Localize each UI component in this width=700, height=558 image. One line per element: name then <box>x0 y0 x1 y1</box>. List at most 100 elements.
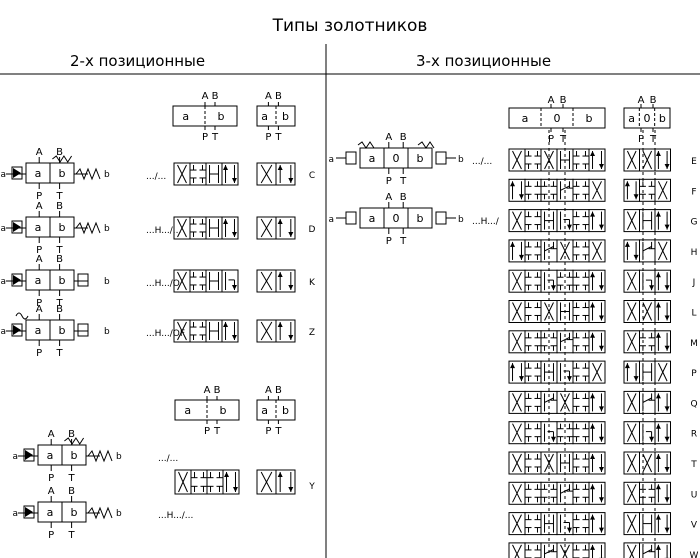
arrow-head <box>664 224 670 230</box>
flow-cell-box <box>524 209 542 233</box>
solenoid <box>77 273 89 287</box>
arrow-head <box>590 393 596 399</box>
arrow-head <box>277 322 283 327</box>
flow-cell-box <box>572 421 590 445</box>
actuator-label-a: a <box>328 155 334 165</box>
flow-cell-box <box>639 390 656 414</box>
spool-code-D: D <box>309 225 316 235</box>
flow-cell-box <box>524 390 542 414</box>
flow-cell <box>590 484 604 503</box>
flow-symbol-3pos-full-M <box>508 330 606 354</box>
flow-cell <box>590 423 604 442</box>
return-spring <box>87 506 113 520</box>
arrow-head <box>624 181 630 187</box>
spool-box <box>49 162 75 184</box>
flow-cell-box <box>524 451 542 475</box>
flow-cell-box <box>654 148 671 172</box>
arrow-head <box>624 363 630 369</box>
arrow-head <box>655 514 661 520</box>
order-code-suffix: ...H.../OF <box>146 329 185 339</box>
flow-cell-box <box>588 148 606 172</box>
flow-cell <box>573 484 589 503</box>
actuator-label-b: b <box>116 452 122 462</box>
flow-cell <box>590 211 604 230</box>
flow-cell <box>512 271 522 291</box>
return-spring <box>75 221 101 235</box>
port-label-a: A <box>265 91 272 102</box>
flow-cell <box>277 219 294 237</box>
flow-cell <box>639 332 655 351</box>
flow-cell-box <box>524 360 542 384</box>
flow-cell-box <box>221 269 239 293</box>
flow-line <box>642 453 653 473</box>
flow-cell <box>573 544 589 558</box>
flow-cell <box>655 151 670 169</box>
position-label-a: a <box>35 221 42 234</box>
flow-cell <box>177 164 187 184</box>
flow-cell-box <box>572 481 590 505</box>
flow-line <box>512 484 522 503</box>
flow-line <box>657 362 668 382</box>
port-label-t: T <box>213 426 221 437</box>
flow-cell <box>512 423 522 442</box>
flow-line <box>642 302 653 321</box>
flow-cell-box <box>588 330 606 354</box>
flow-cell <box>525 454 541 472</box>
flow-cell <box>512 332 522 352</box>
spool-code-U: U <box>691 490 698 500</box>
spool-box <box>61 444 87 466</box>
flow-cell <box>277 165 294 183</box>
header-box <box>508 107 606 129</box>
port-label-t: T <box>56 348 64 359</box>
arrow-head <box>598 497 604 503</box>
arrow-head <box>288 178 294 183</box>
flow-cell-box <box>639 481 656 505</box>
flow-cell-box <box>654 390 671 414</box>
port-label-p: P <box>265 132 271 143</box>
actuator-label-a: a <box>0 224 6 234</box>
flow-cell <box>657 362 668 382</box>
flow-cell-box <box>588 481 606 505</box>
solenoid <box>11 166 23 180</box>
flow-cell <box>525 544 541 558</box>
flow-cell <box>573 181 589 200</box>
solenoid <box>11 323 23 337</box>
arrow-head <box>598 224 604 230</box>
arrow-head <box>518 194 524 200</box>
arrow-head <box>598 285 604 291</box>
return-spring <box>75 167 101 181</box>
flow-cell <box>260 321 273 341</box>
flow-symbol-3pos-full-T <box>508 451 606 475</box>
flow-cell <box>512 302 522 321</box>
flow-line <box>642 549 652 555</box>
actuator-label-b: b <box>104 277 110 287</box>
flow-cell-box <box>524 481 542 505</box>
flow-line <box>626 211 637 230</box>
flow-cell-box <box>588 421 606 445</box>
port-label-b: B <box>275 91 282 102</box>
flow-cell <box>260 271 273 291</box>
arrow-head <box>664 467 670 472</box>
arrow-head <box>510 363 516 369</box>
flow-symbol-3pos-small-V <box>623 512 671 536</box>
flow-cell <box>573 363 589 382</box>
spool-box <box>49 216 75 238</box>
arrow-head <box>655 393 661 399</box>
arrow-head <box>590 272 596 278</box>
arrow-head <box>664 436 670 442</box>
flow-symbol-3pos-full-P <box>508 360 606 384</box>
arrow-head <box>590 423 596 429</box>
flow-cell <box>190 219 206 237</box>
flow-line <box>544 246 554 252</box>
actuator-label-b: b <box>458 155 464 165</box>
flow-cell <box>573 514 589 533</box>
flow-cell-box <box>654 451 671 475</box>
flow-cell <box>626 484 637 503</box>
flow-cell-box <box>524 148 542 172</box>
solenoid <box>23 505 35 519</box>
flow-symbol-3pos-full-V <box>508 512 606 536</box>
flow-cell <box>525 211 541 230</box>
solenoid <box>11 273 23 287</box>
port-label-a: A <box>548 95 555 106</box>
